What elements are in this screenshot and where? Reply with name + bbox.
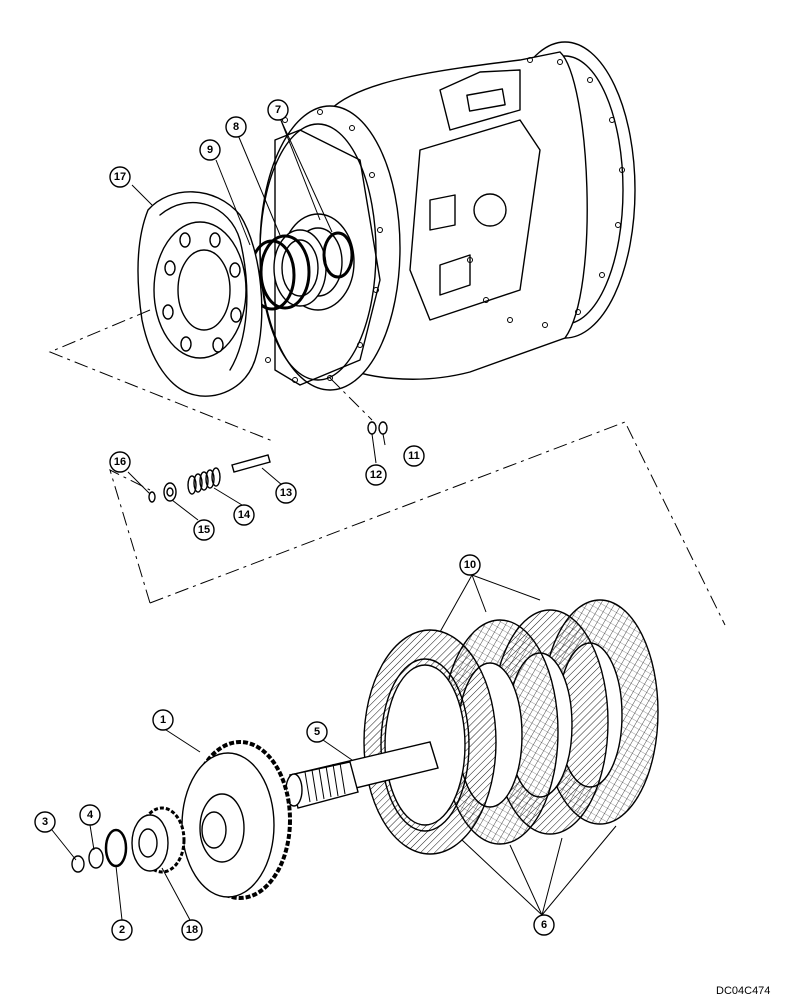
retaining-parts xyxy=(71,828,128,873)
callout-10: 10 xyxy=(459,554,481,576)
callout-15: 15 xyxy=(193,519,215,541)
callout-13: 13 xyxy=(275,482,297,504)
brake-piston-plate xyxy=(137,191,263,397)
svg-text:17: 17 xyxy=(114,171,126,183)
callout-8: 8 xyxy=(225,116,247,138)
svg-text:5: 5 xyxy=(314,726,320,738)
leader-lines xyxy=(51,117,617,921)
svg-text:12: 12 xyxy=(370,469,382,481)
callout-4: 4 xyxy=(79,804,101,826)
disc-pack xyxy=(363,599,659,855)
axle-housing xyxy=(259,41,636,391)
callout-16: 16 xyxy=(109,451,131,473)
callout-3: 3 xyxy=(34,811,56,833)
svg-text:10: 10 xyxy=(464,559,476,571)
drawing-code: DC04C474 xyxy=(716,985,770,997)
svg-text:6: 6 xyxy=(541,919,547,931)
callout-2: 2 xyxy=(111,919,133,941)
svg-text:13: 13 xyxy=(280,487,292,499)
callout-9: 9 xyxy=(199,139,221,161)
svg-text:15: 15 xyxy=(198,524,210,536)
callout-1: 1 xyxy=(152,709,174,731)
sun-gear xyxy=(131,806,186,874)
callout-7: 7 xyxy=(267,99,289,121)
svg-text:7: 7 xyxy=(275,104,281,116)
callout-14: 14 xyxy=(233,504,255,526)
svg-text:1: 1 xyxy=(160,714,166,726)
svg-text:3: 3 xyxy=(42,816,48,828)
svg-text:9: 9 xyxy=(207,144,213,156)
callout-6: 6 xyxy=(533,914,555,936)
hub-seal-rings xyxy=(248,213,355,311)
svg-text:18: 18 xyxy=(186,924,198,936)
svg-text:8: 8 xyxy=(233,121,239,133)
alignment-dashed-lines xyxy=(48,309,726,626)
small-hardware xyxy=(148,421,388,503)
callout-11: 11 xyxy=(403,445,425,467)
svg-text:11: 11 xyxy=(408,450,420,462)
axle-shaft xyxy=(285,741,439,809)
callout-5: 5 xyxy=(306,721,328,743)
planet-carrier-gear xyxy=(181,740,292,900)
svg-text:2: 2 xyxy=(119,924,125,936)
callout-18: 18 xyxy=(181,919,203,941)
svg-text:4: 4 xyxy=(87,809,94,821)
svg-text:14: 14 xyxy=(238,509,251,521)
callout-12: 12 xyxy=(365,464,387,486)
svg-text:16: 16 xyxy=(114,456,126,468)
callout-17: 17 xyxy=(109,166,131,188)
